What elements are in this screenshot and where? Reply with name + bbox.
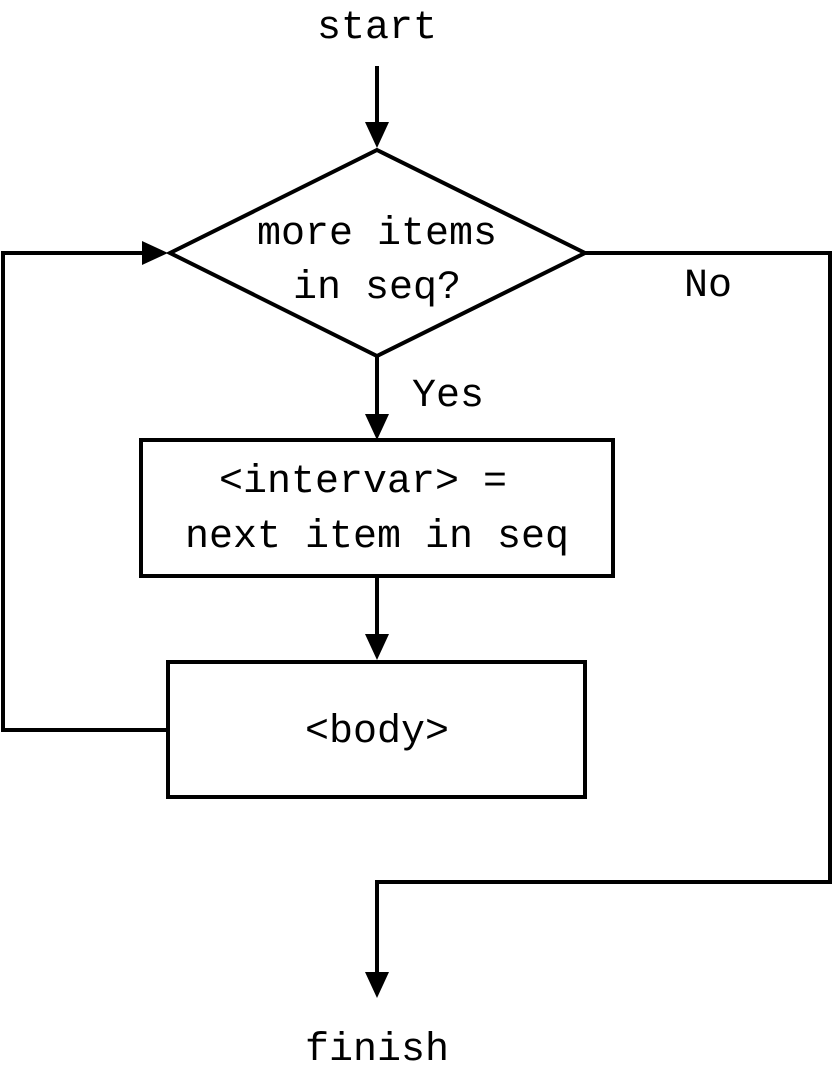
decision-text-line1: more items [257,212,497,257]
yes-label: Yes [412,374,484,419]
assign-box-text-line2: next item in seq [185,515,569,560]
yes-branch-arrowhead [365,414,389,440]
assign-box-text-line1: <intervar> = [219,460,507,505]
loop-back-connector [1,251,168,732]
no-branch-arrowhead [365,972,389,998]
body-box-text: <body> [305,710,449,755]
decision-text-line2: in seq? [293,266,461,311]
no-branch-connector [375,251,832,974]
start-to-decision-arrowhead [365,122,389,148]
loop-back-arrowhead [142,241,168,265]
start-label: start [317,6,437,51]
finish-label: finish [305,1028,449,1073]
assign-to-body-arrowhead [365,634,389,660]
body-box [166,660,587,799]
no-label: No [684,264,732,309]
assign-next-item-box [139,438,615,578]
